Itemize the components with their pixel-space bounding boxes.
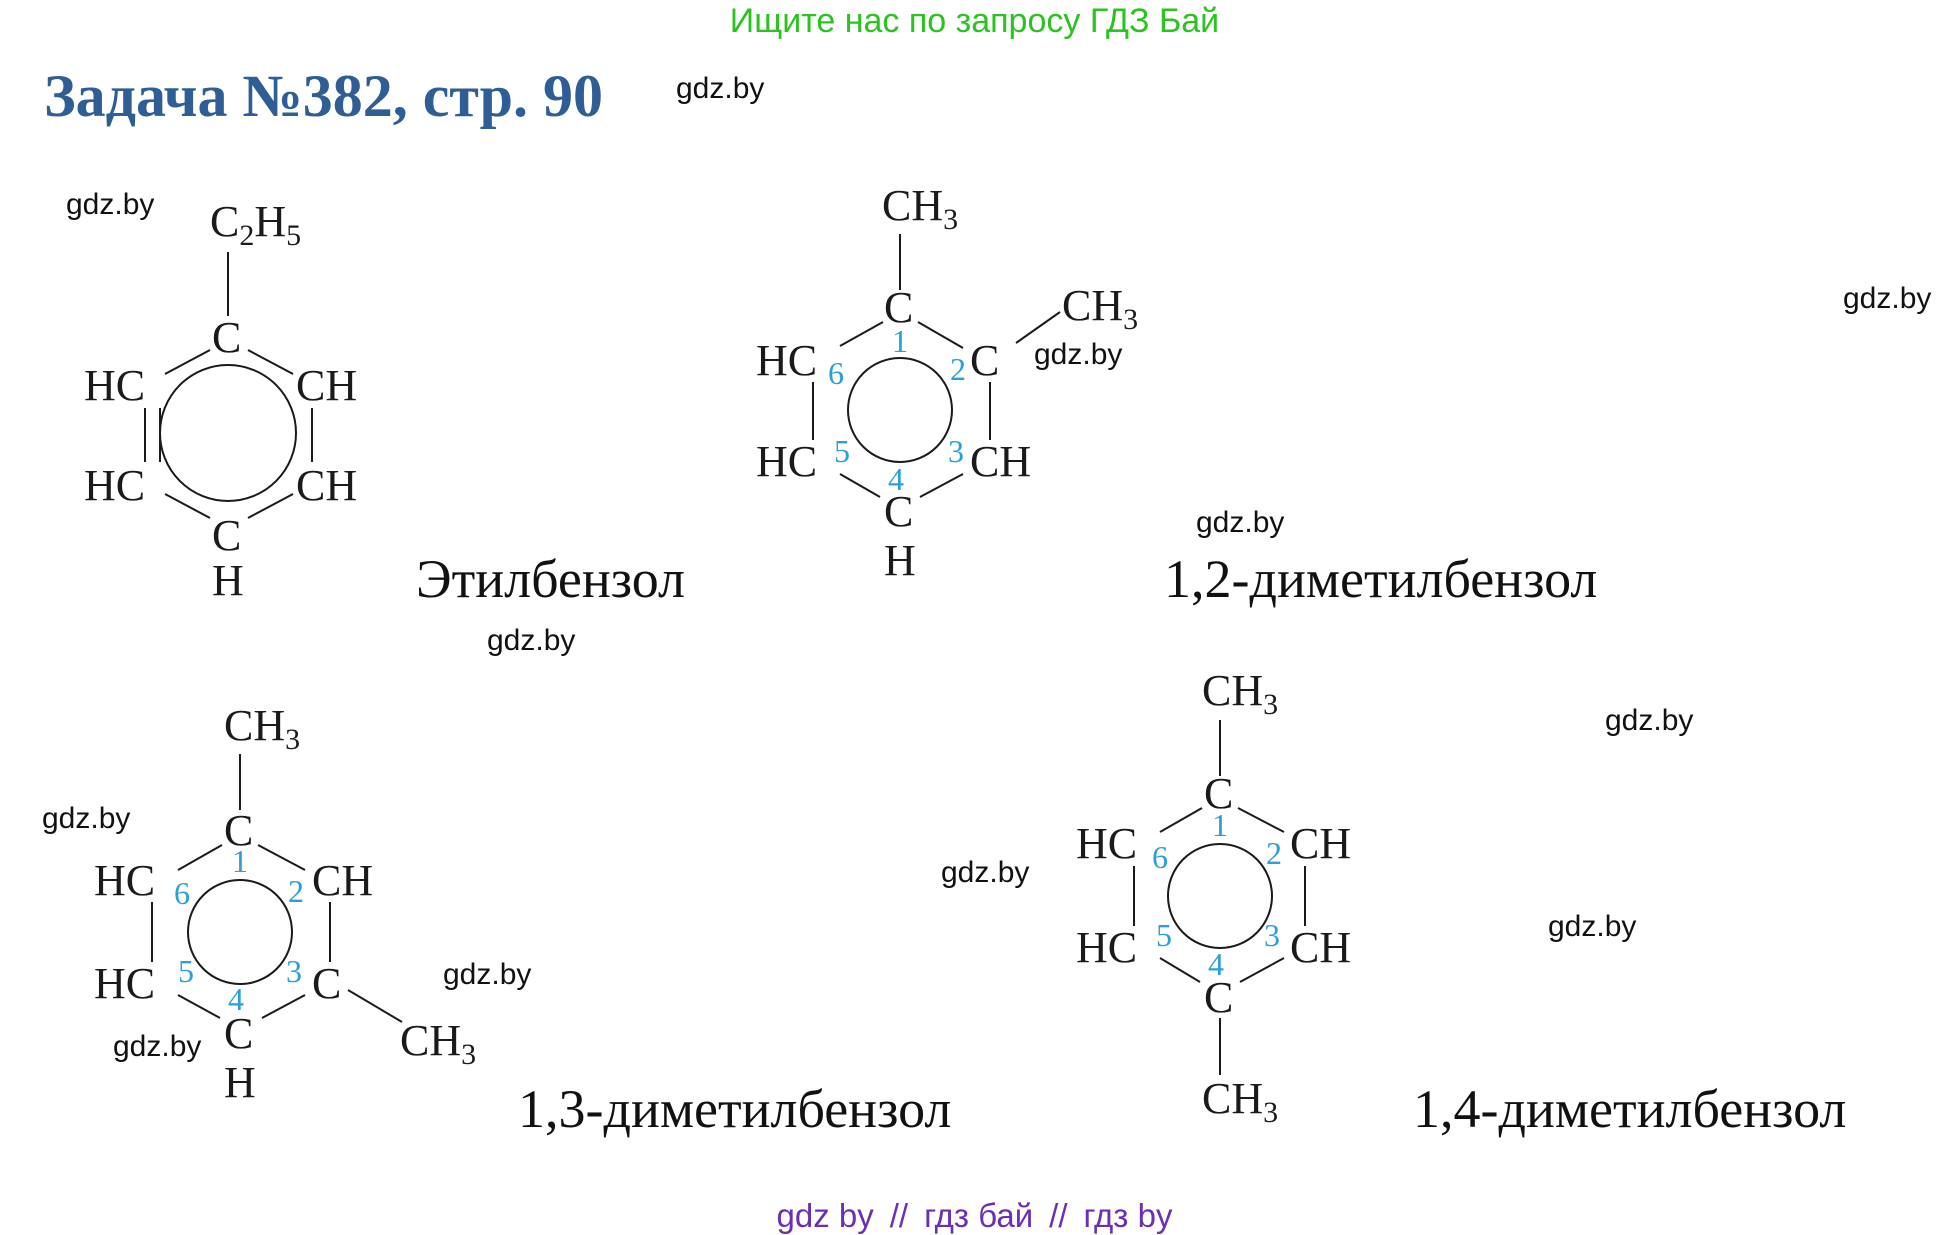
hydrogen-label: H [212,556,244,605]
methyl-group-label: CH3 [882,181,958,236]
ring-ch-label: CH [970,437,1031,486]
watermark: gdz.by [1034,338,1123,371]
ring-ch-label: CH [312,856,373,905]
hydrogen-label: H [224,1058,256,1107]
ring-hc-label: HC [94,959,155,1008]
svg-text:2: 2 [950,351,966,387]
ring-carbon-label: C [212,511,241,560]
ring-hc-label: HC [1076,819,1137,868]
watermark: gdz.by [1843,282,1932,315]
footer-separator: // [1049,1197,1068,1234]
ring-carbon-label: C [312,959,341,1008]
dimethyl-1-3-structure: CH3 C HC CH HC C C H CH3 1 2 3 4 5 6 [94,701,476,1107]
ring-carbon-label: C [1204,769,1233,818]
svg-text:1: 1 [1212,807,1228,843]
svg-text:5: 5 [1156,917,1172,953]
footer-link-gdz-by[interactable]: gdz by [776,1197,874,1234]
watermark: gdz.by [113,1030,202,1063]
ring-carbon-label: C [884,283,913,332]
ring-ch-label: CH [1290,923,1351,972]
methyl-group-label: CH3 [224,701,300,756]
compound-name-1-2-dimethylbenzene: 1,2-диметилбензол [1164,549,1598,609]
ring-hc-label: HC [94,856,155,905]
svg-text:4: 4 [228,981,244,1017]
ring-ch-label: CH [296,361,357,410]
svg-text:5: 5 [178,953,194,989]
watermark: gdz.by [443,958,532,991]
methyl-group-label: CH3 [1062,281,1138,336]
svg-text:1: 1 [892,323,908,359]
footer-links: gdz by // гдз бай // гдз by [0,1197,1949,1235]
ring-hc-label: HC [84,461,145,510]
svg-text:6: 6 [828,355,844,391]
compound-name-1-3-dimethylbenzene: 1,3-диметилбензол [518,1079,952,1139]
ring-ch-label: CH [1290,819,1351,868]
footer-link-gdz-bay[interactable]: гдз бай [924,1197,1034,1234]
watermark: gdz.by [1605,704,1694,737]
footer-link-gdz-by-2[interactable]: гдз by [1083,1197,1173,1234]
ring-carbon-label: C [970,336,999,385]
ring-hc-label: HC [756,437,817,486]
ring-hc-label: HC [84,361,145,410]
ring-hc-label: HC [756,336,817,385]
svg-text:3: 3 [948,433,964,469]
watermark: gdz.by [66,188,155,221]
watermark: gdz.by [676,72,765,105]
footer-separator: // [889,1197,909,1234]
compound-name-1-4-dimethylbenzene: 1,4-диметилбензол [1413,1079,1847,1139]
svg-text:2: 2 [288,873,304,909]
dimethyl-1-4-structure: CH3 C HC CH HC CH C CH3 1 2 3 4 5 6 [1076,666,1351,1129]
methyl-group-label: CH3 [1202,666,1278,721]
svg-text:3: 3 [1264,917,1280,953]
ring-carbon-label: C [884,487,913,536]
svg-text:5: 5 [834,433,850,469]
svg-text:4: 4 [888,461,904,497]
watermark: gdz.by [941,856,1030,889]
methyl-group-label: CH3 [1202,1074,1278,1129]
ring-carbon-label: C [1204,973,1233,1022]
watermark: gdz.by [42,802,131,835]
compound-name-ethylbenzene: Этилбензол [416,549,685,609]
hydrogen-label: H [884,536,916,585]
svg-text:2: 2 [1266,835,1282,871]
watermark: gdz.by [1196,506,1285,539]
svg-text:4: 4 [1208,946,1224,982]
ring-carbon-label: C [212,313,241,362]
ring-ch-label: CH [296,461,357,510]
page-title: Задача №382, стр. 90 [44,63,603,129]
watermark: gdz.by [1548,910,1637,943]
ring-carbon-label: C [224,1009,253,1058]
dimethyl-1-2-structure: CH3 C CH3 HC C HC CH C H 1 2 3 4 5 6 [756,181,1138,585]
svg-text:6: 6 [174,875,190,911]
ring-carbon-label: C [224,806,253,855]
search-banner: Ищите нас по запросу ГДЗ Бай [729,2,1220,40]
ethyl-group-label: C2H5 [210,197,301,252]
methyl-group-label: CH3 [400,1016,476,1071]
svg-text:6: 6 [1152,839,1168,875]
svg-text:1: 1 [232,843,248,879]
ring-hc-label: HC [1076,923,1137,972]
ethylbenzene-structure: C2H5 C HC CH HC CH C H [84,197,357,605]
watermark: gdz.by [487,624,576,657]
svg-text:3: 3 [286,953,302,989]
